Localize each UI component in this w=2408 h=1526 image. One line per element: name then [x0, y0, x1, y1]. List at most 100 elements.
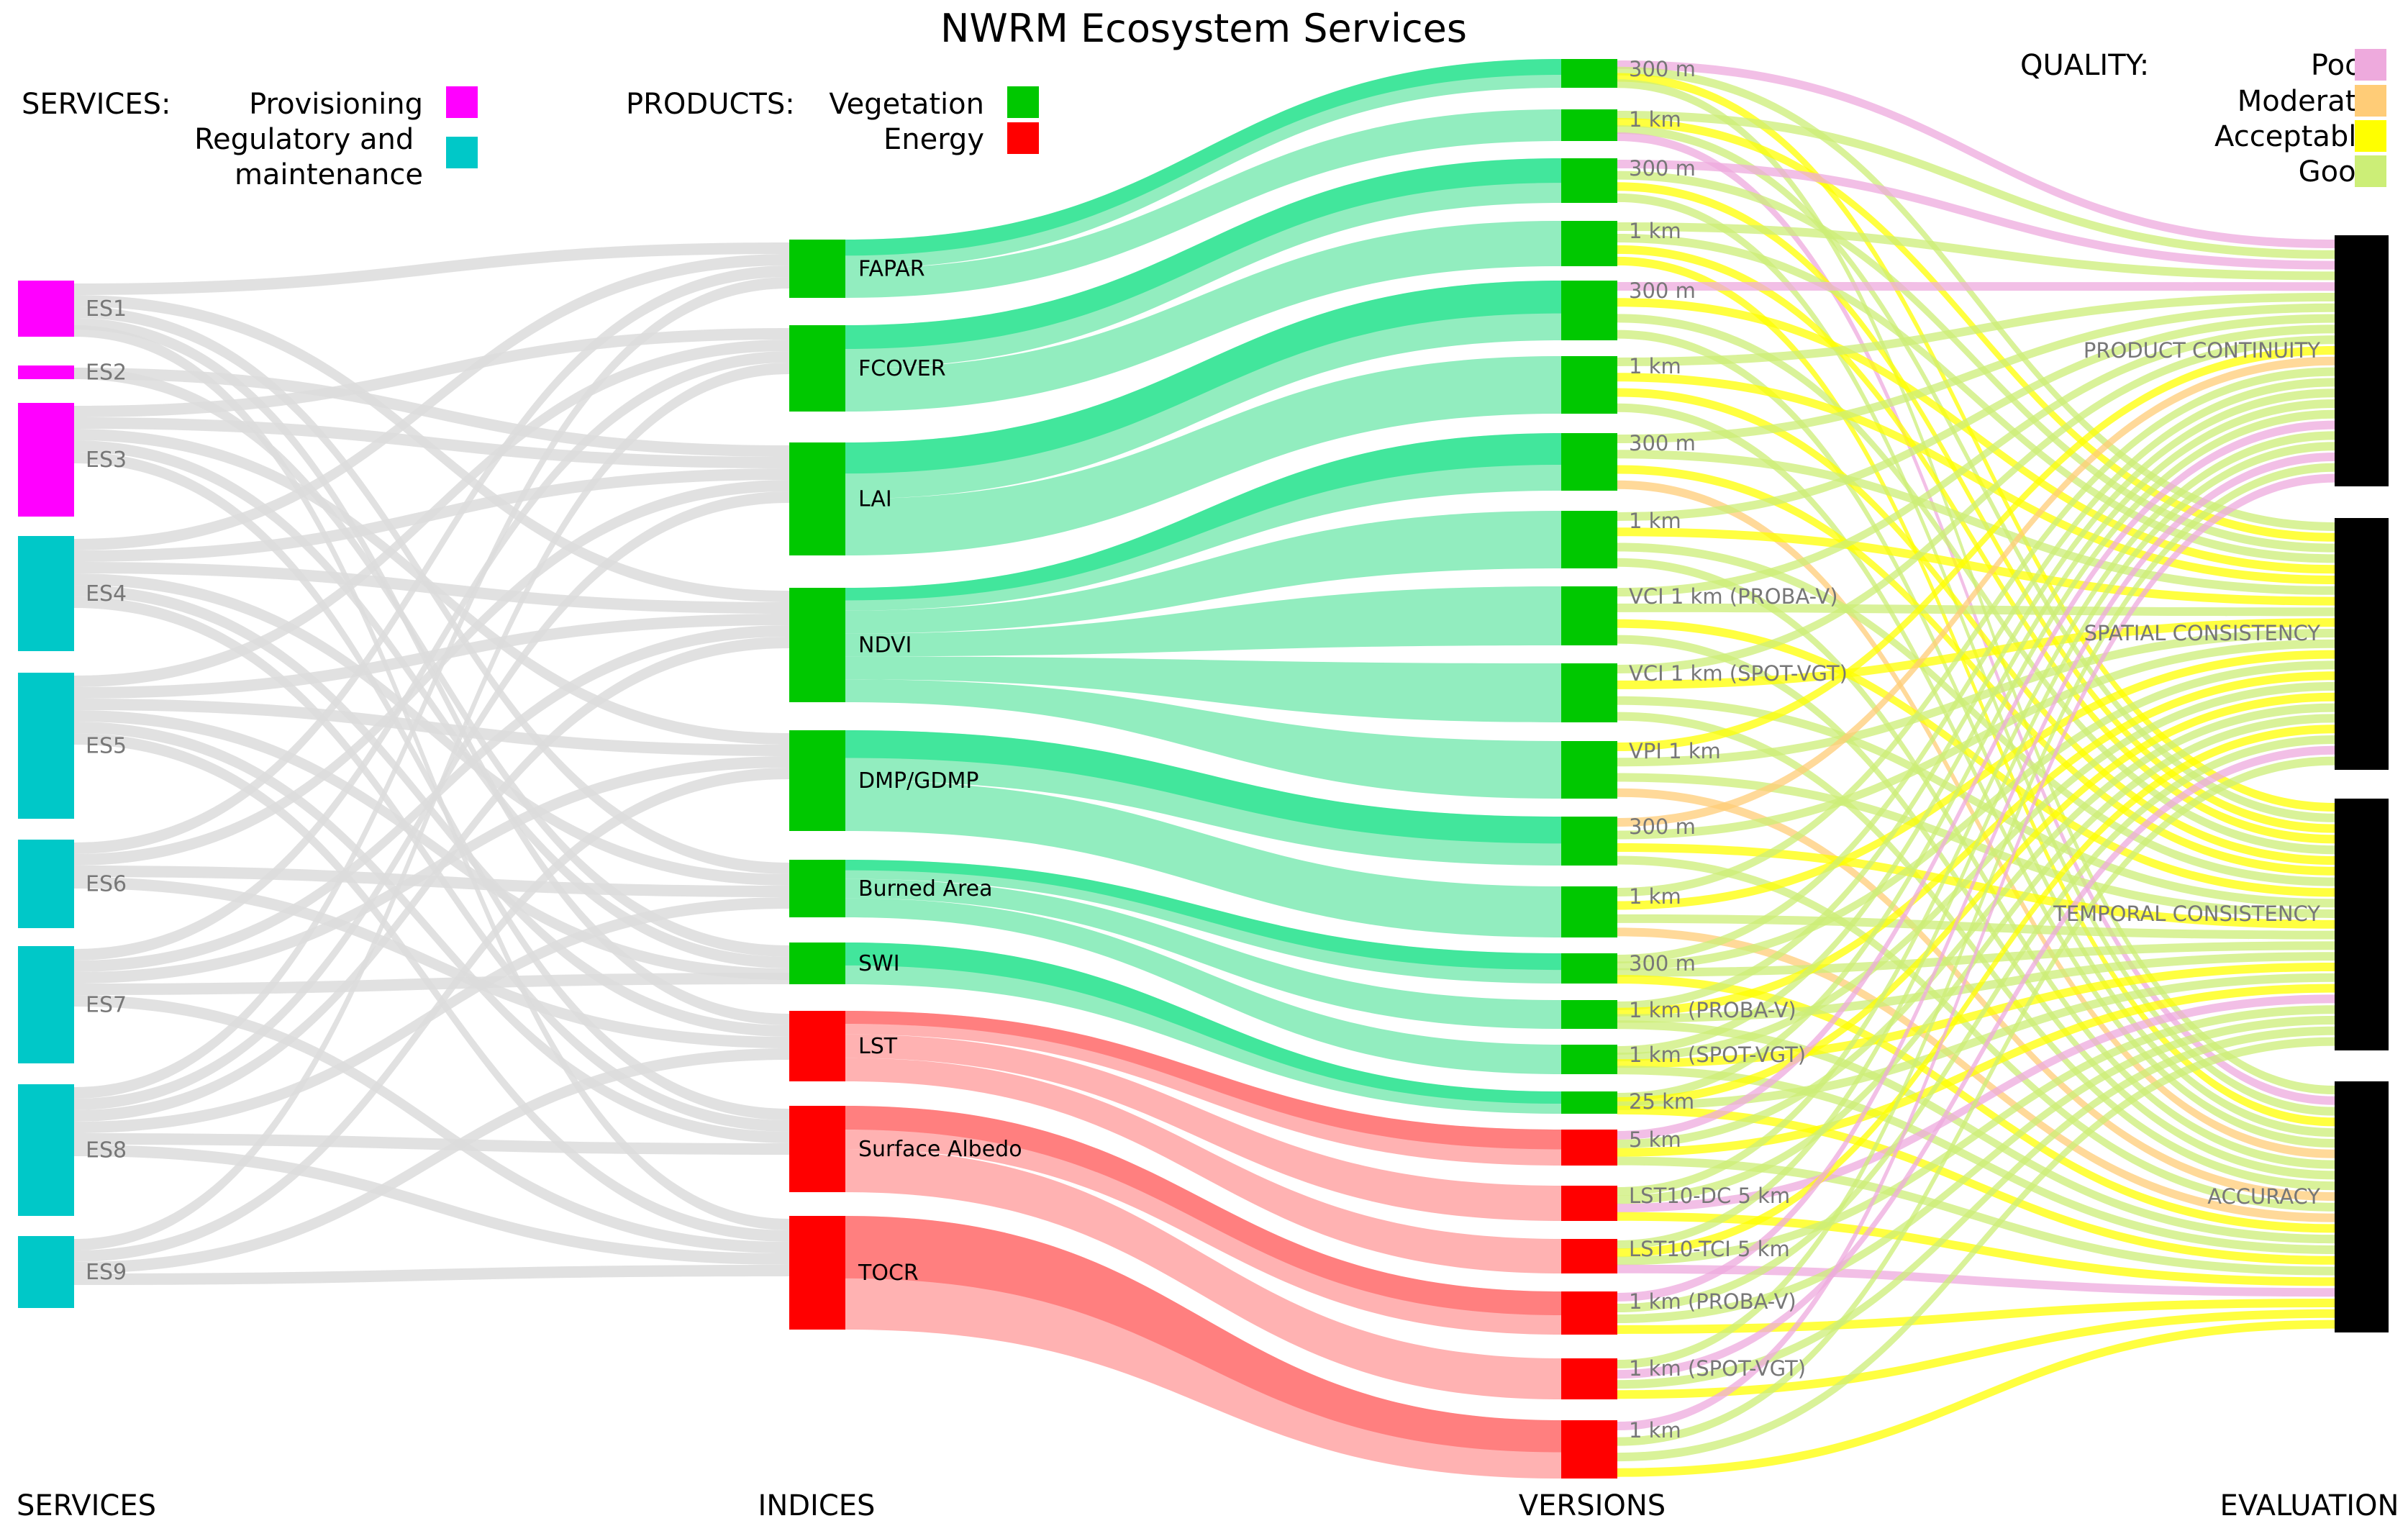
version-label-swi-25-km: 25 km: [1629, 1089, 1694, 1114]
version-node-dmp-gdmp-300-m: [1561, 817, 1617, 866]
index-label-swi: SWI: [858, 951, 900, 976]
legend-regulatory-swatch: [446, 137, 478, 168]
link-index-version: [845, 586, 1561, 657]
service-node-es7: [18, 946, 74, 1063]
version-node-burned-area-1-km-proba-v: [1561, 1000, 1617, 1029]
link-index-version: [845, 1149, 1561, 1399]
link-index-version: [845, 878, 1561, 1029]
index-label-lai: LAI: [858, 487, 892, 512]
link-service-index: [74, 452, 789, 1120]
link-version-evaluation: [1617, 330, 2335, 1137]
link-version-evaluation: [1617, 125, 2335, 822]
link-version-evaluation: [1617, 973, 2335, 1110]
link-index-version: [845, 1058, 1561, 1273]
version-node-ndvi-vci-1-km-spot-vgt: [1561, 663, 1617, 722]
version-label-ndvi-300-m: 300 m: [1629, 431, 1696, 455]
index-label-surface-albedo: Surface Albedo: [858, 1137, 1022, 1162]
service-label-es5: ES5: [86, 734, 127, 759]
link-version-evaluation: [1617, 314, 2335, 855]
legend-regulatory-line-2: maintenance: [235, 158, 423, 191]
link-version-evaluation: [1617, 558, 2335, 1169]
link-service-index: [74, 1048, 789, 1273]
index-node-fcover: [789, 325, 845, 412]
service-node-es5: [18, 673, 74, 819]
link-version-evaluation: [1617, 335, 2335, 673]
link-version-evaluation: [1617, 639, 2335, 840]
evaluation-node-accuracy: [2335, 1081, 2389, 1332]
link-version-evaluation: [1617, 1016, 2335, 1323]
version-node-lai-300-m: [1561, 281, 1617, 340]
link-service-index: [74, 562, 789, 614]
link-version-evaluation: [1617, 222, 2335, 281]
legend-provisioning-label: Provisioning: [249, 88, 423, 121]
legend-regulatory-label: Regulatory and maintenance: [194, 123, 423, 191]
link-version-evaluation: [1617, 303, 2335, 443]
link-version-evaluation: [1617, 927, 2335, 1222]
link-version-evaluation: [1617, 1005, 2335, 1266]
version-label-ndvi-vci-1-km-spot-vgt: VCI 1 km (SPOT-VGT): [1629, 661, 1848, 686]
version-label-lst-lst10-dc-5-km: LST10-DC 5 km: [1629, 1184, 1790, 1208]
link-version-evaluation: [1617, 618, 2335, 689]
link-version-evaluation: [1617, 132, 2335, 1105]
link-service-index: [74, 699, 789, 756]
link-service-index: [74, 973, 789, 995]
link-service-index: [74, 768, 789, 1262]
link-version-evaluation: [1617, 324, 2335, 596]
link-version-evaluation: [1617, 1320, 2335, 1477]
link-version-evaluation: [1617, 1309, 2335, 1399]
link-index-version: [845, 1034, 1561, 1221]
link-version-evaluation: [1617, 473, 2335, 1430]
index-label-tocr: TOCR: [858, 1261, 919, 1286]
legend-provisioning-swatch: [446, 86, 478, 118]
link-index-version-accent: [845, 1011, 1561, 1150]
index-label-ndvi: NDVI: [858, 633, 912, 658]
version-node-surface-albedo-1-km-spot-vgt: [1561, 1358, 1617, 1399]
link-version-evaluation: [1617, 635, 2335, 1180]
link-service-index: [74, 637, 789, 1122]
service-label-es7: ES7: [86, 993, 127, 1018]
link-service-index: [74, 254, 789, 550]
column-label-indices: INDICES: [758, 1489, 876, 1522]
legend-good-swatch: [2355, 155, 2386, 187]
chart-title: NWRM Ecosystem Services: [940, 6, 1467, 51]
version-label-surface-albedo-1-km-proba-v: 1 km (PROBA-V): [1629, 1289, 1796, 1314]
link-version-evaluation: [1617, 256, 2335, 1127]
link-service-index: [74, 480, 789, 866]
link-version-evaluation: [1617, 314, 2335, 521]
link-service-index: [74, 242, 789, 295]
service-node-es9: [18, 1236, 74, 1308]
link-index-version: [845, 109, 1561, 298]
column-label-services: SERVICES: [17, 1489, 156, 1522]
service-node-es8: [18, 1084, 74, 1216]
link-service-index: [74, 756, 789, 984]
link-index-version-accent: [845, 860, 1561, 971]
link-version-evaluation: [1617, 388, 2335, 865]
index-node-burned-area: [789, 860, 845, 917]
evaluation-node-spatial-consistency: [2335, 518, 2389, 770]
legend-energy-label: Energy: [883, 123, 984, 156]
service-node-es1: [18, 281, 74, 337]
link-service-index: [74, 368, 789, 457]
legend-acceptable-label: Acceptable: [2214, 120, 2374, 153]
quality-legend-heading: QUALITY:: [2020, 49, 2149, 82]
link-service-index: [74, 265, 789, 854]
link-version-evaluation: [1617, 1156, 2335, 1276]
link-version-evaluation: [1617, 725, 2335, 1258]
link-service-index: [74, 1145, 789, 1265]
link-service-index: [74, 710, 789, 980]
link-version-evaluation: [1617, 431, 2335, 1196]
evaluation-node-temporal-consistency: [2335, 799, 2389, 1050]
service-label-es6: ES6: [86, 872, 127, 897]
column-label-evaluation: EVALUATION: [2220, 1489, 2399, 1522]
version-node-lst-5-km: [1561, 1130, 1617, 1166]
version-label-burned-area-1-km-proba-v: 1 km (PROBA-V): [1629, 998, 1796, 1022]
link-index-version: [845, 679, 1561, 799]
version-node-swi-25-km: [1561, 1091, 1617, 1114]
version-node-fcover-1-km: [1561, 221, 1617, 266]
link-version-evaluation: [1617, 703, 2335, 1148]
version-node-tocr-1-km: [1561, 1420, 1617, 1479]
version-node-lst-lst10-tci-5-km: [1561, 1239, 1617, 1273]
link-version-evaluation: [1617, 963, 2335, 1068]
version-node-fcover-300-m: [1561, 158, 1617, 203]
link-service-index: [74, 1265, 789, 1285]
